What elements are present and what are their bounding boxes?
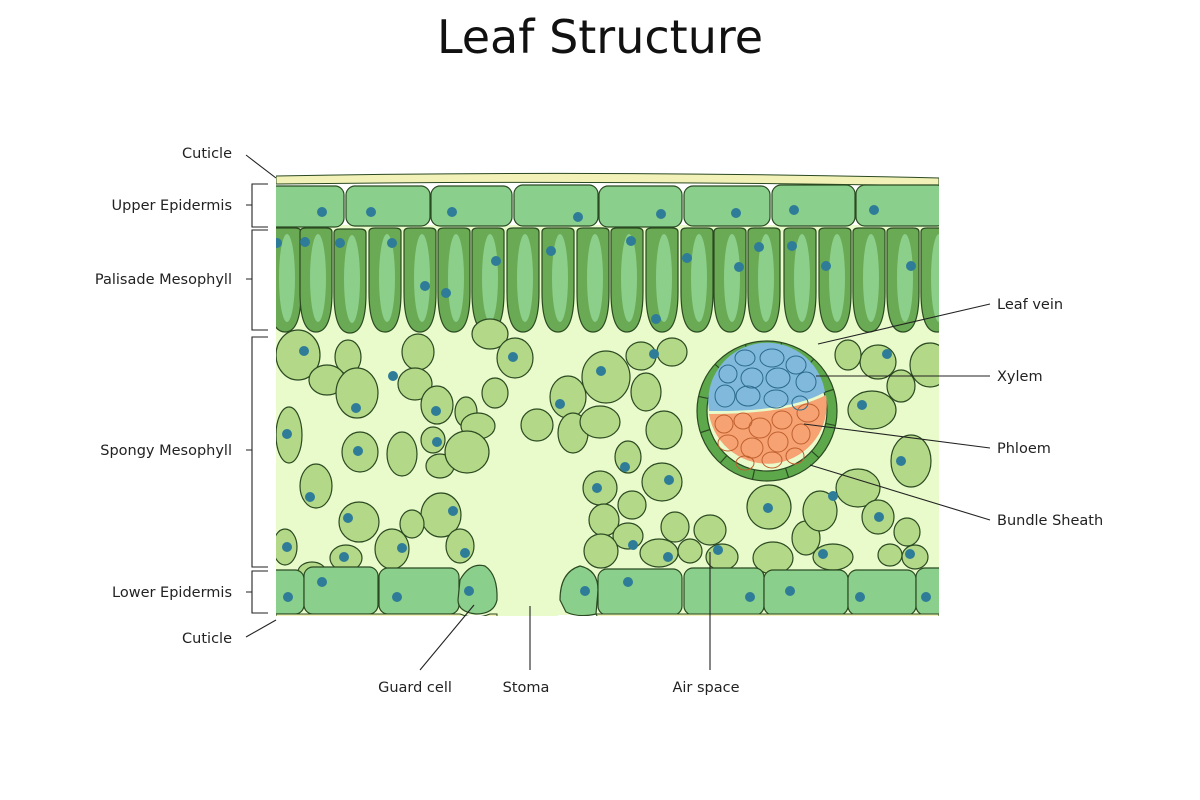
spongy-nuclei <box>282 346 915 562</box>
stoma-opening <box>498 566 558 616</box>
upper-cuticle <box>276 172 939 187</box>
label-stoma: Stoma <box>503 680 550 696</box>
bottom-leader-lines <box>419 552 711 671</box>
label-phloem: Phloem <box>997 441 1051 457</box>
label-cuticle-top: Cuticle <box>182 146 232 162</box>
leaf-vein <box>696 340 838 482</box>
label-palisade-mesophyll: Palisade Mesophyll <box>95 272 232 288</box>
right-leader-lines <box>803 303 991 521</box>
label-xylem: Xylem <box>997 369 1043 385</box>
guard-cell-left <box>457 564 498 615</box>
diagram-title: Leaf Structure <box>436 10 764 64</box>
label-cuticle-bottom: Cuticle <box>182 631 232 647</box>
label-air-space: Air space <box>672 680 739 696</box>
label-bundle-sheath: Bundle Sheath <box>997 513 1103 529</box>
label-upper-epidermis: Upper Epidermis <box>112 198 232 214</box>
xylem <box>708 342 825 412</box>
lower-epidermis <box>276 564 939 617</box>
left-brackets <box>245 154 277 638</box>
upper-epidermis <box>276 184 939 228</box>
label-lower-epidermis: Lower Epidermis <box>112 585 232 601</box>
label-leaf-vein: Leaf vein <box>997 297 1063 313</box>
label-spongy-mesophyll: Spongy Mesophyll <box>100 443 232 459</box>
label-guard-cell: Guard cell <box>378 680 452 696</box>
guard-cell-right <box>559 565 599 617</box>
palisade-mesophyll <box>276 227 939 334</box>
leaf-tissue <box>276 172 939 626</box>
